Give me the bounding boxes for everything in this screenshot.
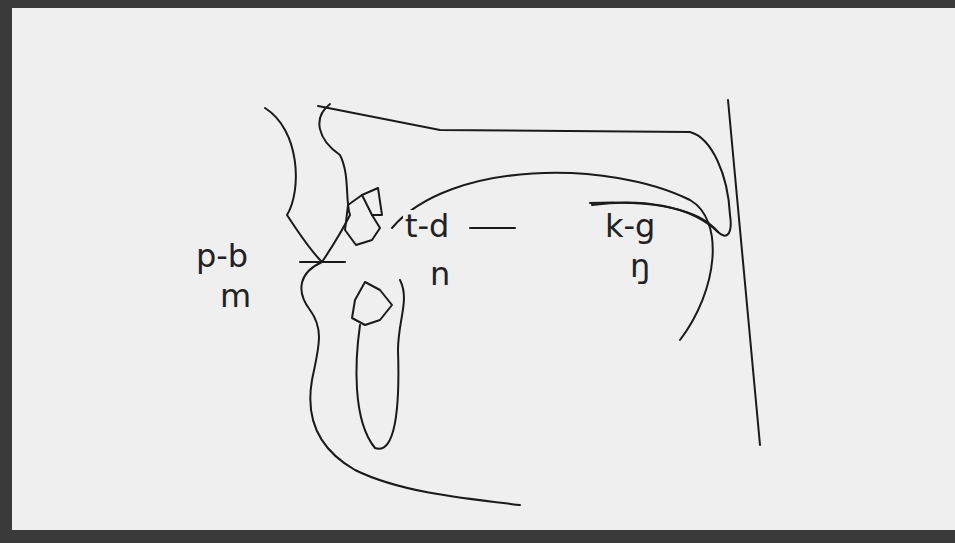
upper-teeth [345, 195, 380, 245]
lower-lip [301, 262, 520, 505]
articulation-label: p-b [194, 240, 250, 272]
alveolar-line [470, 227, 515, 229]
upper-gum [319, 104, 350, 262]
articulation-label: m [218, 280, 253, 312]
upper-lip [265, 108, 322, 262]
articulation-label: t-d [403, 210, 451, 242]
lower-jaw [356, 280, 403, 449]
lower-teeth [352, 282, 392, 325]
background-panel [12, 8, 955, 530]
articulation-label: k-g [603, 210, 657, 242]
articulation-label: n [428, 258, 452, 290]
tongue [392, 173, 713, 340]
palate [318, 106, 731, 236]
pharynx-wall [728, 100, 760, 445]
upper-incisor [362, 188, 382, 215]
articulation-label: ŋ [628, 250, 652, 282]
